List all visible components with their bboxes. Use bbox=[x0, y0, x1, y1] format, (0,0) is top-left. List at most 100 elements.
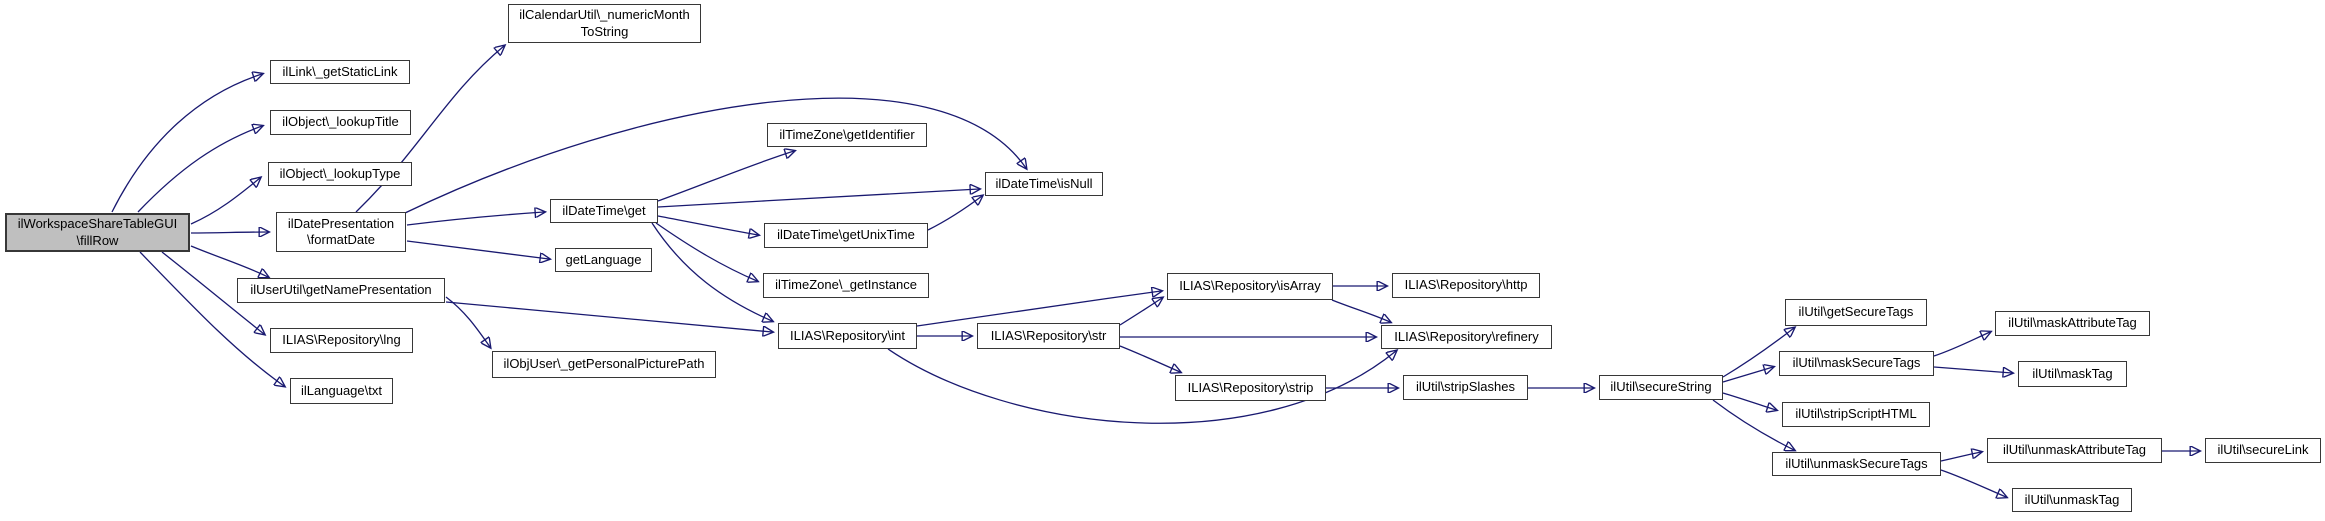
node-label: ilUtil\secureString bbox=[1610, 379, 1712, 395]
edge-unmasksecuretags-to-unmaskattributetag bbox=[1940, 452, 1981, 462]
node-label: ilTimeZone\getIdentifier bbox=[779, 126, 915, 142]
node-label: ilWorkspaceShareTableGUI bbox=[17, 216, 178, 231]
node-strip[interactable]: ILIAS\Repository\strip bbox=[1175, 375, 1326, 401]
node-masksecuretags[interactable]: ilUtil\maskSecureTags bbox=[1779, 351, 1934, 376]
node-label: ilTimeZone\_getInstance bbox=[775, 277, 917, 293]
edge-securestring-to-getsecuretags bbox=[1722, 328, 1794, 378]
node-stripscripthtml[interactable]: ilUtil\stripScriptHTML bbox=[1782, 402, 1930, 427]
edge-dtget-to-rint bbox=[651, 222, 772, 321]
edge-securestring-to-masksecuretags bbox=[1722, 367, 1773, 383]
node-label: getLanguage bbox=[565, 251, 642, 267]
node-lng[interactable]: ILIAS\Repository\lng bbox=[270, 328, 413, 353]
edge-getnamepresentation-to-personalpicturepath bbox=[445, 296, 490, 347]
node-refinery[interactable]: ILIAS\Repository\refinery bbox=[1381, 325, 1552, 349]
node-personalpicturepath[interactable]: ilObjUser\_getPersonalPicturePath bbox=[492, 351, 716, 378]
edge-securestring-to-unmasksecuretags bbox=[1712, 399, 1794, 450]
node-label: \fillRow bbox=[76, 232, 119, 248]
node-label: ilDateTime\get bbox=[562, 202, 646, 218]
node-label: ilUtil\getSecureTags bbox=[1798, 304, 1914, 320]
node-label: ilUtil\stripScriptHTML bbox=[1795, 406, 1917, 422]
node-rint[interactable]: ILIAS\Repository\int bbox=[778, 323, 917, 349]
edge-dtget-to-getinstance bbox=[655, 222, 757, 281]
node-label: ilUtil\unmaskSecureTags bbox=[1785, 455, 1928, 471]
edge-getunixtime-to-isnull bbox=[927, 196, 982, 231]
edge-formatdate-to-numericmonth bbox=[355, 46, 504, 213]
node-label: ilUtil\unmaskTag bbox=[2024, 491, 2120, 507]
edge-formatdate-to-isnull bbox=[404, 97, 1026, 214]
node-stripslashes[interactable]: ilUtil\stripSlashes bbox=[1403, 375, 1528, 400]
edge-dtget-to-getunixtime bbox=[657, 215, 758, 235]
node-txt[interactable]: ilLanguage\txt bbox=[290, 378, 393, 404]
node-label: ilDateTime\isNull bbox=[995, 175, 1093, 191]
node-label: ilUtil\unmaskAttributeTag bbox=[2002, 442, 2147, 458]
node-label: ILIAS\Repository\isArray bbox=[1179, 278, 1321, 294]
edge-formatdate-to-getlanguage bbox=[406, 240, 549, 259]
node-masktag[interactable]: ilUtil\maskTag bbox=[2018, 361, 2127, 387]
node-label: ilCalendarUtil\_numericMonth bbox=[519, 7, 690, 22]
node-getstaticlink[interactable]: ilLink\_getStaticLink bbox=[270, 60, 410, 84]
edge-masksecuretags-to-maskattributetag bbox=[1933, 332, 1990, 357]
node-lookuptitle[interactable]: ilObject\_lookupTitle bbox=[270, 110, 411, 135]
node-getunixtime[interactable]: ilDateTime\getUnixTime bbox=[764, 223, 928, 248]
node-securestring[interactable]: ilUtil\secureString bbox=[1599, 375, 1723, 400]
edge-rint-to-isarray bbox=[916, 291, 1161, 327]
node-label: ilUtil\secureLink bbox=[2217, 442, 2309, 458]
node-label: ILIAS\Repository\int bbox=[790, 327, 905, 343]
node-label: \formatDate bbox=[307, 232, 375, 247]
node-getlanguage[interactable]: getLanguage bbox=[555, 248, 652, 272]
node-getnamepresentation[interactable]: ilUserUtil\getNamePresentation bbox=[237, 278, 445, 303]
node-dtget[interactable]: ilDateTime\get bbox=[550, 199, 658, 223]
node-label: ilDateTime\getUnixTime bbox=[777, 227, 915, 243]
node-fillrow[interactable]: ilWorkspaceShareTableGUI \fillRow bbox=[5, 213, 190, 252]
node-label: ILIAS\Repository\refinery bbox=[1394, 328, 1539, 344]
edge-fillrow-to-getstaticlink bbox=[111, 74, 262, 213]
edge-isarray-to-refinery bbox=[1331, 299, 1390, 322]
node-label: ilUserUtil\getNamePresentation bbox=[250, 282, 432, 298]
node-label: ilObjUser\_getPersonalPicturePath bbox=[503, 356, 705, 372]
node-label: ilObject\_lookupTitle bbox=[282, 114, 399, 130]
edge-masksecuretags-to-masktag bbox=[1933, 366, 2012, 373]
edge-fillrow-to-formatdate bbox=[190, 232, 268, 233]
edge-getnamepresentation-to-rint bbox=[445, 301, 772, 332]
node-unmaskattributetag[interactable]: ilUtil\unmaskAttributeTag bbox=[1987, 438, 2162, 463]
node-formatdate[interactable]: ilDatePresentation \formatDate bbox=[276, 212, 406, 252]
edge-formatdate-to-dtget bbox=[406, 212, 544, 226]
node-label: ilUtil\maskTag bbox=[2032, 365, 2113, 381]
edge-fillrow-to-lookuptitle bbox=[137, 126, 262, 213]
edge-rint-to-refinery bbox=[887, 348, 1396, 424]
edge-securestring-to-stripscripthtml bbox=[1722, 392, 1776, 410]
edge-dtget-to-getidentifier bbox=[657, 151, 794, 202]
node-securelink[interactable]: ilUtil\secureLink bbox=[2205, 438, 2321, 463]
node-label: ilUtil\maskSecureTags bbox=[1792, 355, 1921, 371]
node-getsecuretags[interactable]: ilUtil\getSecureTags bbox=[1785, 299, 1927, 326]
node-label: ilUtil\stripSlashes bbox=[1416, 379, 1515, 395]
node-numericmonth[interactable]: ilCalendarUtil\_numericMonth ToString bbox=[508, 4, 701, 43]
edge-fillrow-to-lng bbox=[161, 251, 264, 334]
node-label: ILIAS\Repository\lng bbox=[282, 332, 401, 348]
node-isnull[interactable]: ilDateTime\isNull bbox=[985, 172, 1103, 196]
edge-rstr-to-strip bbox=[1119, 345, 1180, 372]
node-label: ILIAS\Repository\str bbox=[990, 327, 1107, 343]
node-maskattributetag[interactable]: ilUtil\maskAttributeTag bbox=[1995, 311, 2150, 336]
edge-rstr-to-isarray bbox=[1119, 298, 1162, 326]
node-label: ilDatePresentation bbox=[287, 215, 395, 231]
node-label: ilLink\_getStaticLink bbox=[282, 63, 398, 79]
edge-dtget-to-isnull bbox=[657, 189, 979, 208]
node-lookuptype[interactable]: ilObject\_lookupType bbox=[268, 162, 412, 186]
node-isarray[interactable]: ILIAS\Repository\isArray bbox=[1167, 273, 1333, 300]
edge-fillrow-to-lookuptype bbox=[190, 178, 260, 225]
node-label: ilLanguage\txt bbox=[301, 382, 382, 398]
node-rstr[interactable]: ILIAS\Repository\str bbox=[977, 323, 1120, 349]
node-unmasktag[interactable]: ilUtil\unmaskTag bbox=[2012, 488, 2132, 512]
node-getinstance[interactable]: ilTimeZone\_getInstance bbox=[763, 273, 929, 298]
node-getidentifier[interactable]: ilTimeZone\getIdentifier bbox=[767, 123, 927, 147]
node-unmasksecuretags[interactable]: ilUtil\unmaskSecureTags bbox=[1772, 452, 1941, 476]
node-label: ILIAS\Repository\http bbox=[1404, 277, 1528, 293]
node-label: ilUtil\maskAttributeTag bbox=[2008, 315, 2137, 331]
node-label: ToString bbox=[580, 23, 629, 39]
edge-unmasksecuretags-to-unmasktag bbox=[1940, 469, 2006, 497]
edge-fillrow-to-getnamepresentation bbox=[190, 245, 268, 277]
node-http[interactable]: ILIAS\Repository\http bbox=[1392, 273, 1540, 298]
